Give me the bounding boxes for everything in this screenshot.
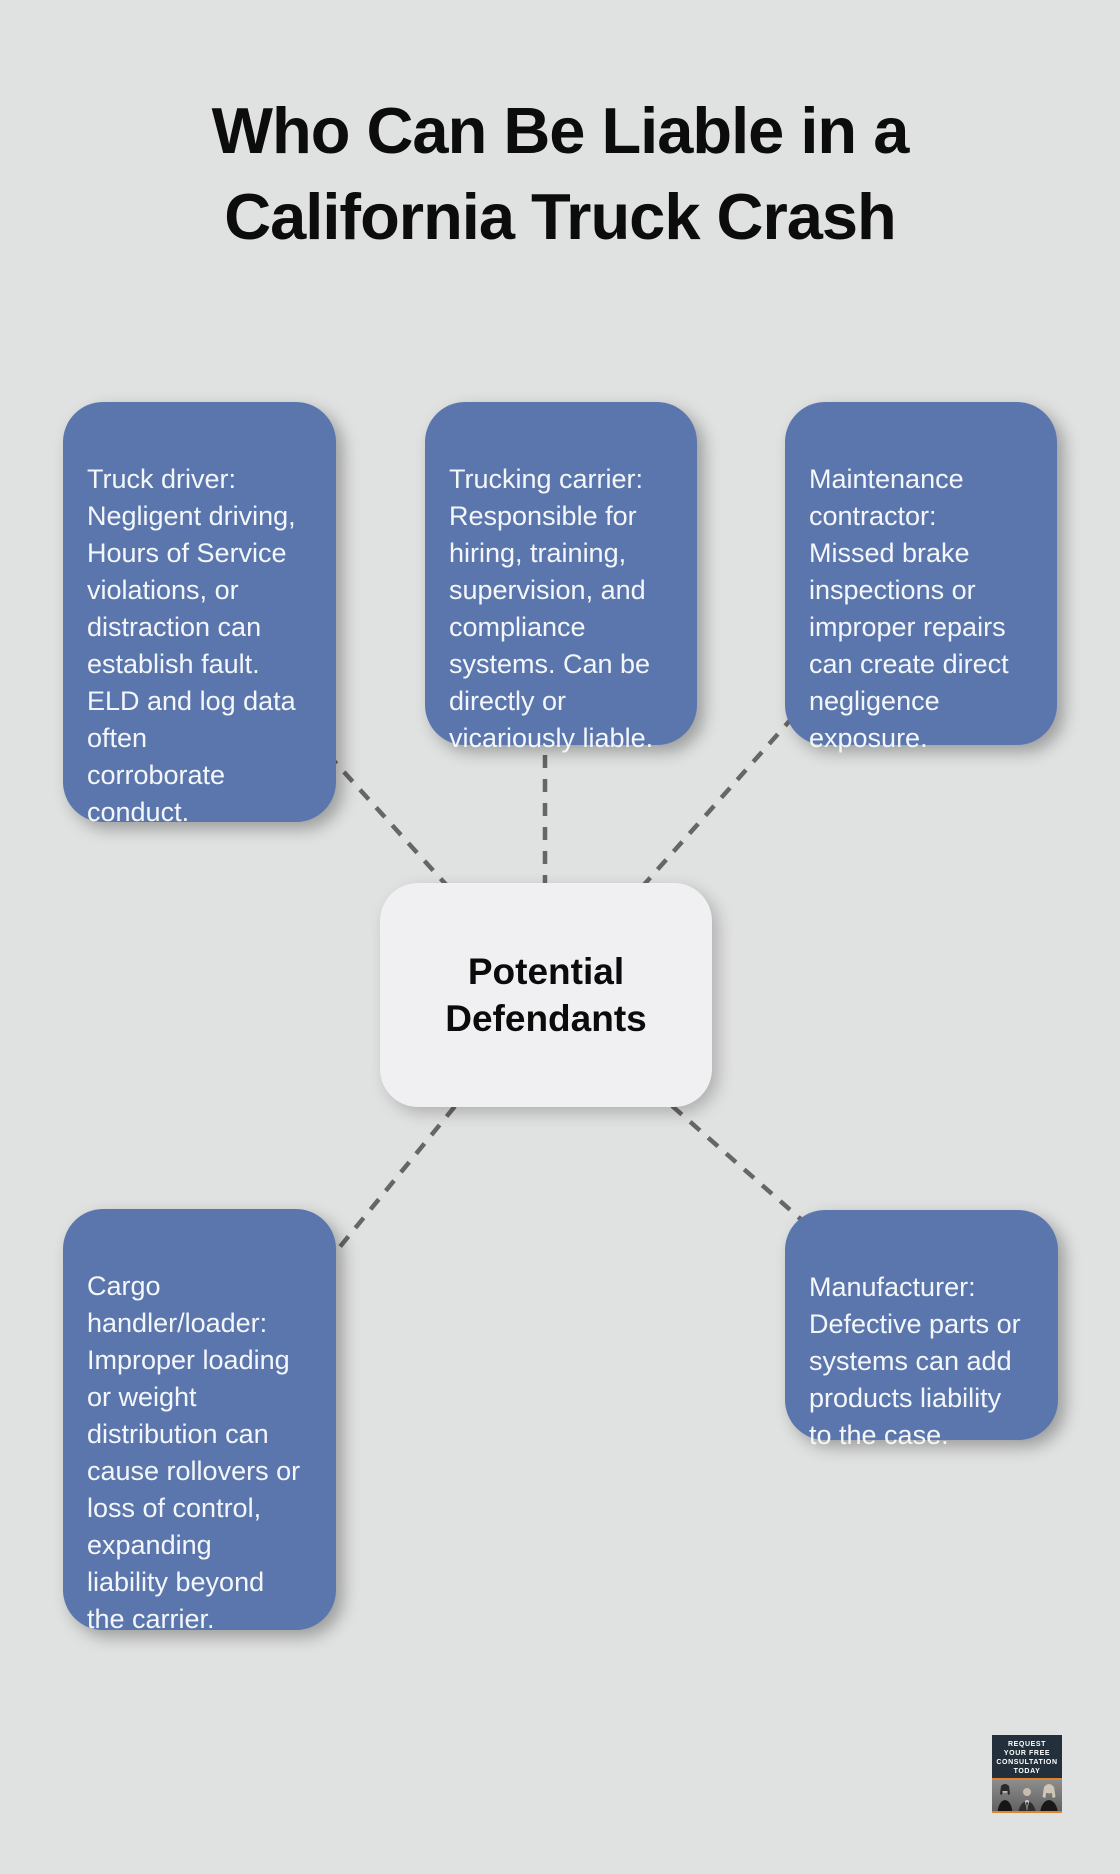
consultation-cta-badge[interactable]: REQUEST YOUR FREE CONSULTATION TODAY: [992, 1735, 1062, 1813]
consultation-cta-text: REQUEST YOUR FREE CONSULTATION TODAY: [992, 1735, 1062, 1780]
center-node-label: Potential Defendants: [445, 951, 647, 1039]
defendant-box-trucking-carrier-text: Trucking carrier: Responsible for hiring…: [449, 464, 654, 753]
cta-line-today: TODAY: [1013, 1767, 1041, 1775]
defendant-box-truck-driver: Truck driver: Negligent driving, Hours o…: [63, 402, 336, 827]
defendant-box-manufacturer-text: Manufacturer: Defective parts or systems…: [809, 1272, 1021, 1450]
defendant-box-cargo-handler-loader: Cargo handler/loader: Improper loading o…: [63, 1209, 336, 1634]
defendant-box-maintenance-contractor-text: Maintenance contractor: Missed brake ins…: [809, 464, 1009, 753]
defendant-box-truck-driver-text: Truck driver: Negligent driving, Hours o…: [87, 464, 296, 827]
cta-line-consultation: CONSULTATION: [996, 1758, 1058, 1766]
cta-line-request: REQUEST: [1007, 1740, 1047, 1748]
defendant-box-maintenance-contractor: Maintenance contractor: Missed brake ins…: [785, 402, 1057, 753]
defendant-box-manufacturer: Manufacturer: Defective parts or systems…: [785, 1210, 1058, 1450]
defendant-box-trucking-carrier: Trucking carrier: Responsible for hiring…: [425, 402, 697, 753]
team-photo-illustration: [992, 1780, 1062, 1811]
page-title: Who Can Be Liable in a California Truck …: [211, 94, 910, 253]
defendant-box-cargo-handler-loader-text: Cargo handler/loader: Improper loading o…: [87, 1271, 301, 1634]
center-node-potential-defendants: Potential Defendants: [380, 883, 712, 1107]
cta-line-your-free: YOUR FREE: [1003, 1749, 1051, 1757]
law-firm-team-photo: [992, 1780, 1062, 1813]
